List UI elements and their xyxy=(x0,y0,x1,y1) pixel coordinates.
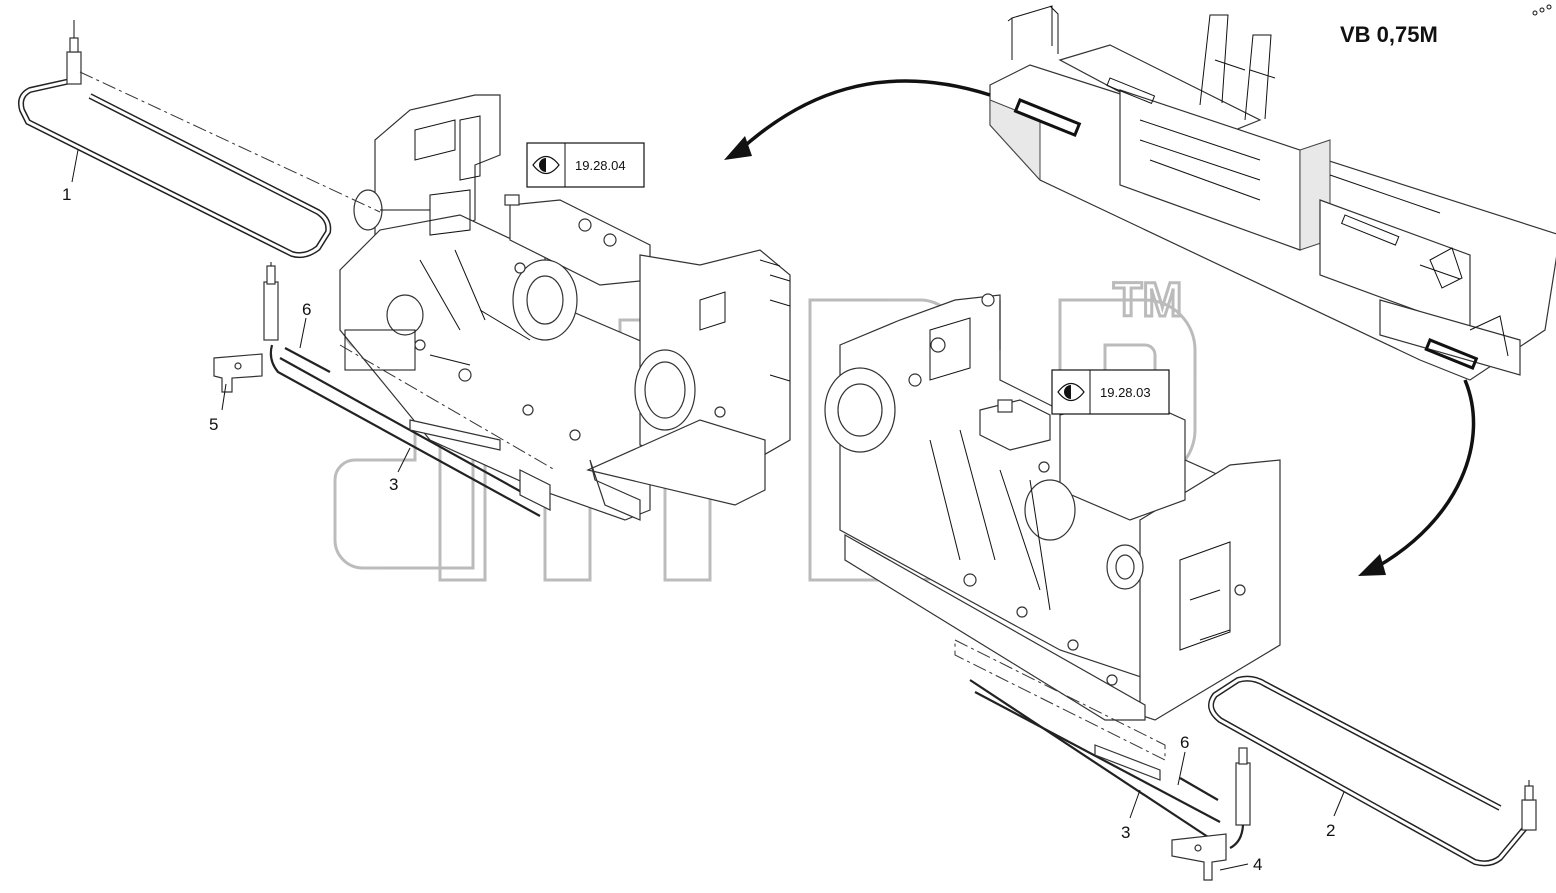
callout-5: 5 xyxy=(209,383,227,434)
callout-6-upper-label: 6 xyxy=(302,300,311,319)
callout-6-upper: 6 xyxy=(299,300,311,349)
curved-arrow-lower xyxy=(1358,379,1476,576)
view-reference-upper[interactable]: 19.28.04 xyxy=(526,142,645,188)
callout-2: 2 xyxy=(1326,791,1345,840)
part-4-sensor-bracket xyxy=(1171,747,1251,881)
machine-overview xyxy=(989,5,1556,381)
curved-arrow-upper xyxy=(724,79,991,160)
part-1-loop-element xyxy=(18,20,381,259)
callout-5-label: 5 xyxy=(209,415,218,434)
callout-4-label: 4 xyxy=(1253,855,1262,874)
callout-1: 1 xyxy=(62,149,79,204)
part-2-loop-element xyxy=(1208,675,1537,867)
view-reference-upper-label: 19.28.04 xyxy=(575,158,626,173)
callout-2-label: 2 xyxy=(1326,821,1335,840)
callout-4: 4 xyxy=(1219,855,1262,874)
upper-unit-assembly xyxy=(339,94,791,521)
callout-3-lower: 3 xyxy=(1121,789,1141,842)
corner-mark-icon xyxy=(1532,4,1552,16)
part-6-upper-strip xyxy=(284,347,331,373)
view-reference-lower[interactable]: 19.28.03 xyxy=(1051,369,1170,415)
callout-3-lower-label: 3 xyxy=(1121,823,1130,842)
part-5-sensor-bracket xyxy=(213,262,279,393)
trademark-mark: TM xyxy=(1113,274,1182,327)
view-reference-lower-label: 19.28.03 xyxy=(1100,385,1151,400)
callout-1-label: 1 xyxy=(62,185,71,204)
callout-6-lower: 6 xyxy=(1177,733,1189,786)
part-6-lower-strip xyxy=(1179,777,1219,801)
eye-icon xyxy=(1057,382,1085,402)
model-title: VB 0,75M xyxy=(1340,22,1438,47)
eye-icon xyxy=(532,155,560,175)
callout-3-upper-label: 3 xyxy=(389,475,398,494)
callout-3-upper: 3 xyxy=(389,447,411,494)
callout-6-lower-label: 6 xyxy=(1180,733,1189,752)
lower-unit-assembly xyxy=(824,293,1281,721)
part-3-upper-rod xyxy=(269,344,556,517)
